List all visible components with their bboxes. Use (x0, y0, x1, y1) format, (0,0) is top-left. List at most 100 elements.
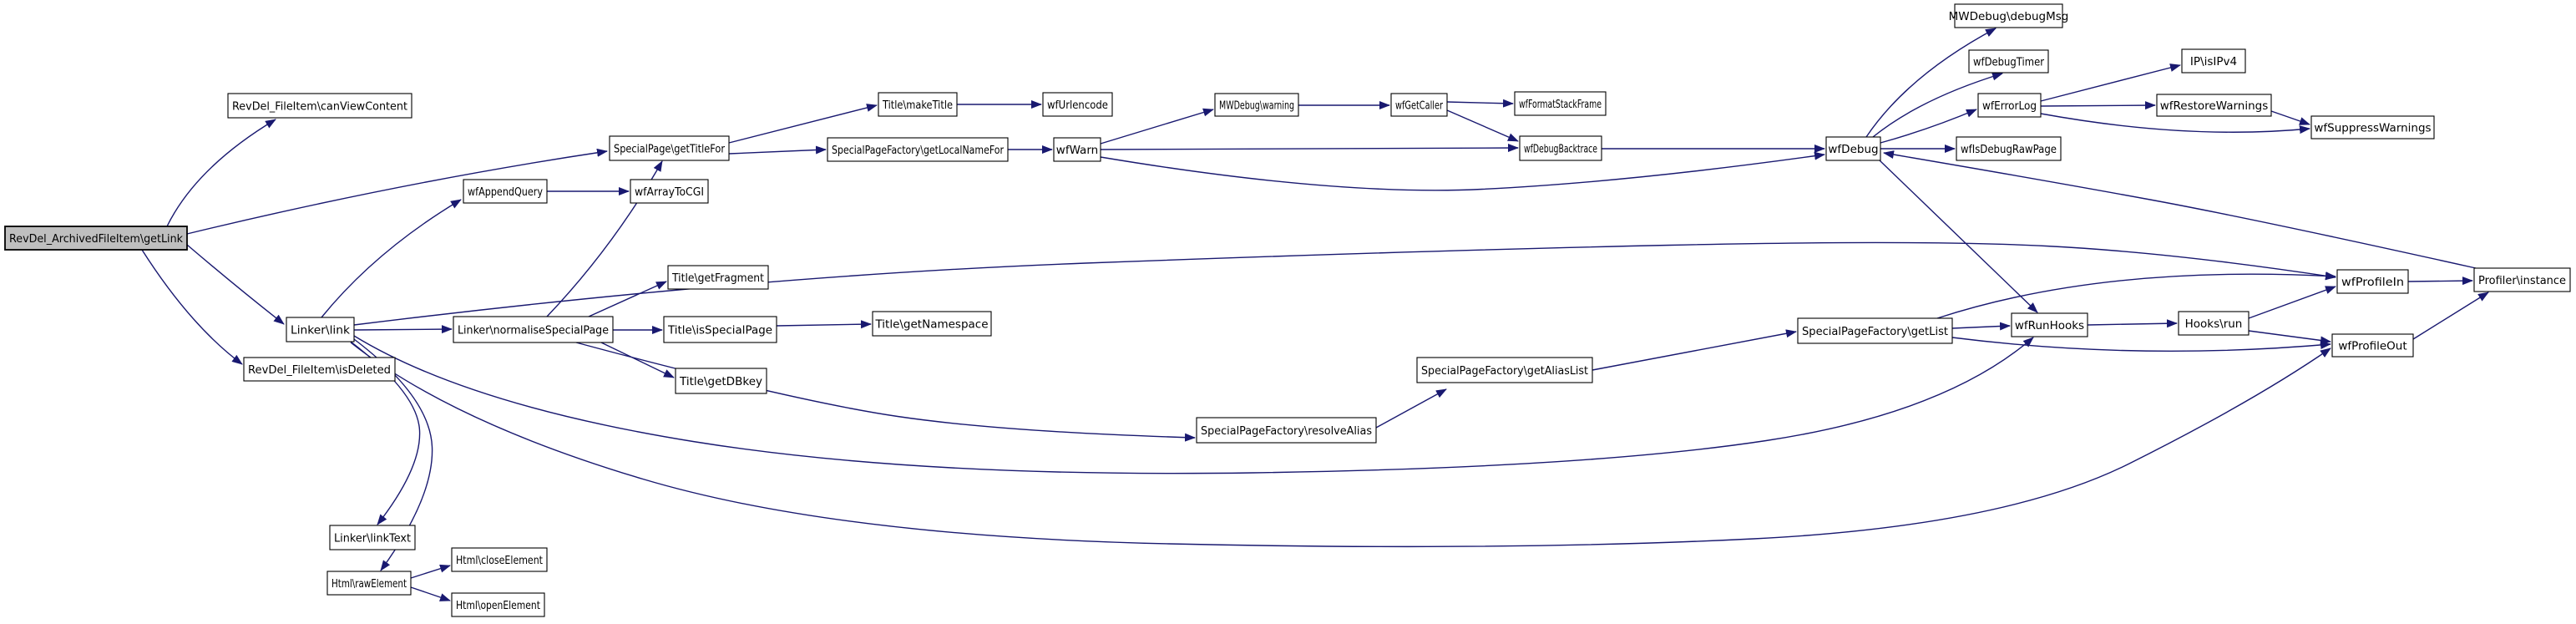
node-box-canViewContent[interactable] (227, 93, 412, 119)
graph-node-wfAppendQuery[interactable]: wfAppendQuery (463, 179, 548, 204)
graph-node-wfIsDebugRawPage[interactable]: wfIsDebugRawPage (1956, 136, 2062, 161)
graph-node-hooksRun[interactable]: Hooks\run (2178, 311, 2250, 336)
node-label-wfArrayToCGI: wfArrayToCGI (635, 185, 704, 199)
node-box-getAliasList[interactable] (1416, 357, 1593, 383)
node-box-wfGetCaller[interactable] (1390, 93, 1448, 117)
graph-node-isIPv4[interactable]: IP\isIPv4 (2181, 48, 2246, 74)
node-box-wfRestoreWarnings[interactable] (2156, 94, 2272, 117)
graph-node-normaliseSpecialPage[interactable]: Linker\normaliseSpecialPage (453, 316, 614, 343)
node-box-wfWarn[interactable] (1053, 137, 1101, 162)
graph-node-wfFormatStackFrame[interactable]: wfFormatStackFrame (1514, 91, 1607, 116)
node-box-wfDebugTimer[interactable] (1968, 49, 2049, 74)
node-label-wfSuppressWarnings: wfSuppressWarnings (2314, 122, 2431, 135)
graph-node-wfArrayToCGI[interactable]: wfArrayToCGI (630, 179, 709, 204)
node-box-wfArrayToCGI[interactable] (630, 179, 709, 204)
node-box-wfUrlencode[interactable] (1042, 92, 1113, 117)
node-box-wfProfileOut[interactable] (2331, 333, 2414, 358)
node-box-getNamespace[interactable] (872, 311, 992, 337)
node-box-wfDebug[interactable] (1825, 136, 1881, 161)
node-box-wfProfileIn[interactable] (2336, 269, 2409, 294)
node-box-debugMsg[interactable] (1954, 3, 2063, 28)
node-label-wfDebugTimer: wfDebugTimer (1973, 56, 2044, 69)
node-box-normaliseSpecialPage[interactable] (453, 316, 614, 343)
node-label-profilerInstance: Profiler\instance (2478, 274, 2566, 287)
graph-node-mwWarning[interactable]: MWDebug\warning (1214, 93, 1299, 117)
node-box-getLink[interactable] (4, 226, 188, 251)
node-box-getFragment[interactable] (667, 265, 769, 290)
edge-wfErrorLog-to-isIPv4 (2040, 63, 2181, 102)
graph-node-wfDebugBacktrace[interactable]: wfDebugBacktrace (1519, 135, 1602, 161)
graph-node-closeElement[interactable]: Html\closeElement (451, 547, 548, 572)
edge-wfGetCaller-to-wfFormatStackFrame (1446, 99, 1514, 108)
graph-node-wfProfileOut[interactable]: wfProfileOut (2331, 333, 2414, 358)
graph-node-getTitleFor[interactable]: SpecialPage\getTitleFor (609, 135, 730, 161)
node-box-hooksRun[interactable] (2178, 311, 2250, 336)
graph-node-getLocalNameFor[interactable]: SpecialPageFactory\getLocalNameFor (827, 137, 1009, 162)
node-box-isSpecialPage[interactable] (663, 316, 777, 343)
node-box-mwWarning[interactable] (1214, 93, 1299, 117)
edge-link-to-wfAppendQuery (321, 199, 462, 318)
node-box-wfSuppressWarnings[interactable] (2310, 115, 2435, 140)
graph-node-wfDebugTimer[interactable]: wfDebugTimer (1968, 49, 2049, 74)
node-box-resolveAlias[interactable] (1196, 417, 1377, 444)
graph-node-getFragment[interactable]: Title\getFragment (667, 265, 769, 290)
graph-node-link[interactable]: Linker\link (286, 317, 355, 342)
graph-node-wfRestoreWarnings[interactable]: wfRestoreWarnings (2156, 94, 2272, 117)
graph-node-getList[interactable]: SpecialPageFactory\getList (1797, 317, 1953, 344)
graph-node-wfSuppressWarnings[interactable]: wfSuppressWarnings (2310, 115, 2435, 140)
node-box-getDBkey[interactable] (675, 368, 767, 394)
graph-node-linkText[interactable]: Linker\linkText (329, 525, 416, 550)
edge-wfProfileOut-to-profilerInstance (2412, 292, 2489, 340)
graph-node-openElement[interactable]: Html\openElement (451, 592, 545, 617)
graph-node-wfGetCaller[interactable]: wfGetCaller (1390, 93, 1448, 117)
graph-node-resolveAlias[interactable]: SpecialPageFactory\resolveAlias (1196, 417, 1377, 444)
graph-node-canViewContent[interactable]: RevDel_FileItem\canViewContent (227, 93, 412, 119)
graph-node-wfErrorLog[interactable]: wfErrorLog (1977, 93, 2042, 118)
node-box-getLocalNameFor[interactable] (827, 137, 1009, 162)
node-label-linkText: Linker\linkText (334, 532, 411, 545)
edge-getLink-to-isDeleted (141, 249, 243, 365)
graph-node-wfUrlencode[interactable]: wfUrlencode (1042, 92, 1113, 117)
graph-node-getLink[interactable]: RevDel_ArchivedFileItem\getLink (4, 226, 188, 251)
graph-node-rawElement[interactable]: Html\rawElement (326, 571, 412, 596)
node-box-link[interactable] (286, 317, 355, 342)
node-label-closeElement: Html\closeElement (456, 554, 543, 567)
edges-layer (141, 28, 2489, 601)
graph-node-wfProfileIn[interactable]: wfProfileIn (2336, 269, 2409, 294)
node-label-getList: SpecialPageFactory\getList (1802, 325, 1948, 338)
node-box-getTitleFor[interactable] (609, 135, 730, 161)
node-label-resolveAlias: SpecialPageFactory\resolveAlias (1201, 424, 1372, 438)
graph-node-profilerInstance[interactable]: Profiler\instance (2473, 267, 2571, 292)
node-box-wfIsDebugRawPage[interactable] (1956, 136, 2062, 161)
graph-node-wfWarn[interactable]: wfWarn (1053, 137, 1101, 162)
node-box-wfDebugBacktrace[interactable] (1519, 135, 1602, 161)
node-box-isDeleted[interactable] (243, 357, 396, 382)
graph-node-isSpecialPage[interactable]: Title\isSpecialPage (663, 316, 777, 343)
node-box-makeTitle[interactable] (878, 92, 958, 117)
node-box-wfAppendQuery[interactable] (463, 179, 548, 204)
node-box-profilerInstance[interactable] (2473, 267, 2571, 292)
node-box-wfErrorLog[interactable] (1977, 93, 2042, 118)
node-box-wfRunHooks[interactable] (2011, 312, 2088, 337)
node-label-link: Linker\link (291, 324, 350, 337)
node-box-closeElement[interactable] (451, 547, 548, 572)
graph-node-makeTitle[interactable]: Title\makeTitle (878, 92, 958, 117)
graph-node-isDeleted[interactable]: RevDel_FileItem\isDeleted (243, 357, 396, 382)
node-box-isIPv4[interactable] (2181, 48, 2246, 74)
node-label-wfUrlencode: wfUrlencode (1047, 99, 1108, 112)
node-box-getList[interactable] (1797, 317, 1953, 344)
node-box-rawElement[interactable] (326, 571, 412, 596)
graph-node-wfDebug[interactable]: wfDebug (1825, 136, 1881, 161)
graph-node-debugMsg[interactable]: MWDebug\debugMsg (1949, 3, 2069, 28)
node-label-wfIsDebugRawPage: wfIsDebugRawPage (1961, 143, 2057, 156)
node-label-isSpecialPage: Title\isSpecialPage (667, 324, 772, 337)
graph-node-wfRunHooks[interactable]: wfRunHooks (2011, 312, 2088, 337)
node-box-wfFormatStackFrame[interactable] (1514, 91, 1607, 116)
graph-node-getAliasList[interactable]: SpecialPageFactory\getAliasList (1416, 357, 1593, 383)
node-label-rawElement: Html\rawElement (331, 577, 407, 591)
graph-node-getNamespace[interactable]: Title\getNamespace (872, 311, 992, 337)
node-box-linkText[interactable] (329, 525, 416, 550)
node-box-openElement[interactable] (451, 592, 545, 617)
graph-node-getDBkey[interactable]: Title\getDBkey (675, 368, 767, 394)
